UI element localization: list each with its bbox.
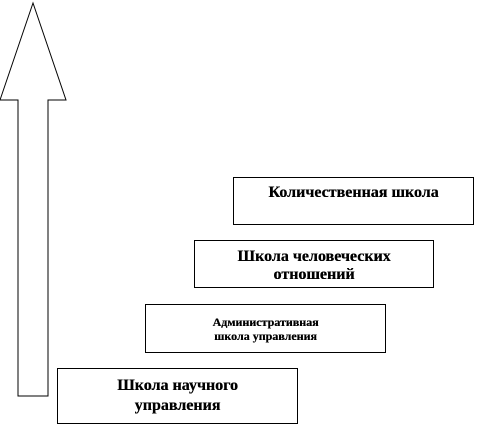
step-label-quantitative-school: Количественная школа: [268, 184, 439, 201]
step-box-quantitative-school: Количественная школа: [233, 177, 474, 225]
up-arrow-shape: [0, 1, 67, 397]
step-box-human-relations-school: Школа человеческих отношений: [194, 240, 434, 288]
step-label-scientific-management-school: Школа научного управления: [117, 377, 238, 414]
step-label-human-relations-school: Школа человеческих отношений: [237, 248, 391, 283]
step-label-administrative-school: Административная школа управления: [212, 314, 319, 343]
step-box-scientific-management-school: Школа научного управления: [57, 368, 298, 424]
step-box-administrative-school: Административная школа управления: [145, 304, 386, 353]
